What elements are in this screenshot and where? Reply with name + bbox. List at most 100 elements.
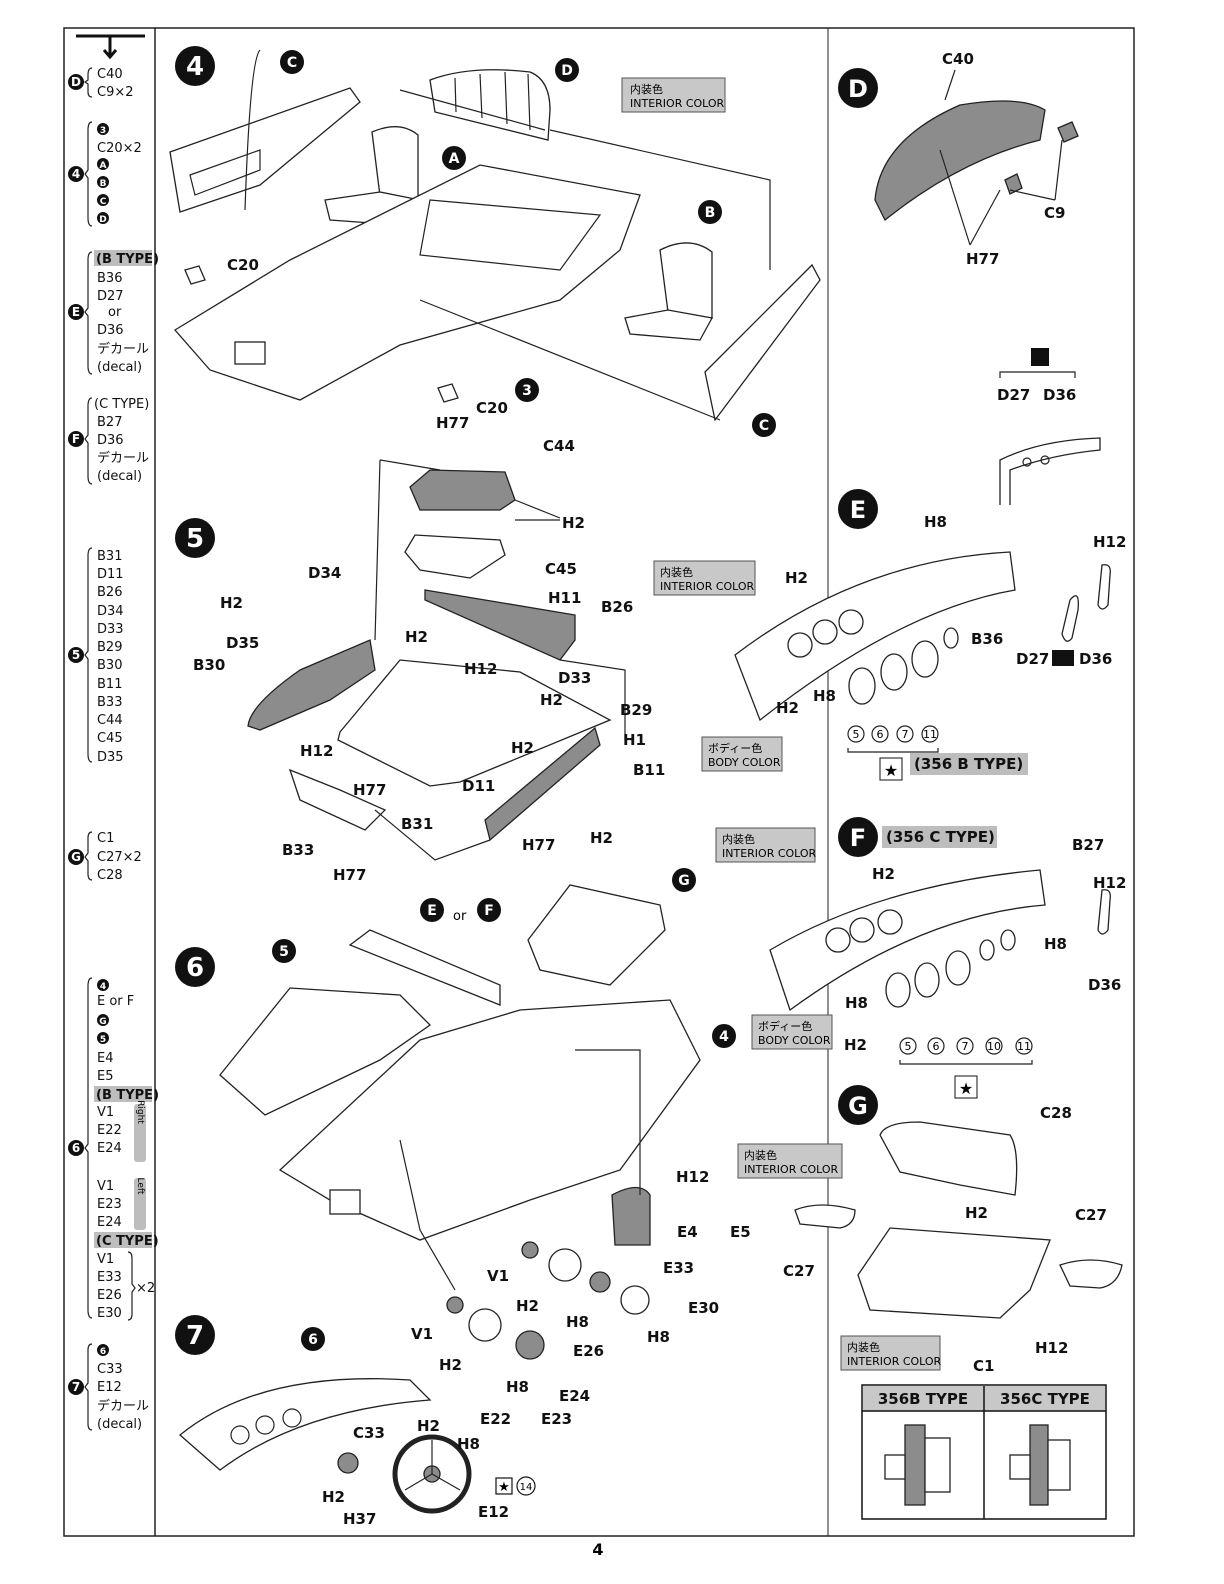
body-color-en: BODY COLOR: [758, 1034, 831, 1047]
body-color-label: [751, 1014, 833, 1050]
dial-decal-number: 5: [853, 728, 860, 741]
part-label: H8: [566, 1313, 589, 1331]
step-number-badge: [175, 46, 215, 86]
part-label: H2: [405, 628, 428, 646]
part-label: B27: [1072, 836, 1104, 854]
part-label: C27: [783, 1262, 815, 1280]
sidebar-badge-label: 4: [72, 167, 80, 181]
dashboard-B36: [734, 551, 1016, 722]
step-4: 4 C D A B 3 C 内装色 INTERIOR COLOR: [169, 46, 821, 437]
part-C27-cushion: [794, 1204, 856, 1229]
down-arrow-icon: [102, 36, 118, 60]
gauge-lens: [914, 962, 940, 998]
dashboard-E-or-F: [348, 929, 501, 1006]
type-badge: [882, 826, 997, 848]
sidebar: D C40 C9×2 4 3 C20×2 A B C D E (B TYPE) …: [68, 34, 159, 1432]
part-label: H77: [333, 866, 366, 884]
side-note-left: Left: [135, 1178, 145, 1195]
sidebar-group-4-items: 3 C20×2 A B C D: [97, 123, 142, 225]
drum-E26: [589, 1271, 611, 1293]
body-color-label: [701, 736, 783, 772]
callout-C: [752, 413, 776, 437]
decal-icon: [495, 1477, 513, 1495]
wheel-hub-V1: [521, 1241, 539, 1259]
step-7: 7 6 C33 H2 H8 H2 H37 E12 ★ 14: [175, 1315, 536, 1528]
callout-label: G: [678, 873, 690, 889]
interior-color-jp: 内装色: [722, 832, 755, 846]
interior-color-label: [621, 77, 726, 113]
part-label: E12: [478, 1503, 509, 1521]
part-label: C28: [1040, 1104, 1072, 1122]
part-label: D27: [997, 386, 1030, 404]
sidebar-item: E24: [97, 1141, 122, 1156]
brace: [84, 831, 93, 881]
interior-color-label: [840, 1335, 941, 1371]
left-tag: [134, 1178, 146, 1230]
side-note-x2: ×2: [136, 1281, 155, 1296]
type-comparison: 356B TYPE 356C TYPE: [861, 1384, 1107, 1520]
sidebar-item: C44: [97, 713, 123, 728]
sidebar-badge-label: D: [71, 75, 81, 89]
decal-icon: [954, 1075, 978, 1099]
sidebar-badge-D: [68, 74, 84, 90]
part-label: H2: [965, 1204, 988, 1222]
sidebar-item: 5: [100, 1035, 106, 1045]
part-label: C33: [353, 1424, 385, 1442]
part-label: H2: [439, 1356, 462, 1374]
battery: [234, 341, 266, 365]
drum-E33: [548, 1248, 582, 1282]
sub-step-E: E 内装色 INTERIOR COLOR H8 H12 H2 B36 D27 D…: [653, 489, 1126, 781]
brace: [84, 547, 93, 763]
part-label: B29: [620, 701, 652, 719]
sidebar-item: デカール: [97, 341, 149, 357]
sidebar-group-6-items: 4 E or F G 5 E4 E5 (B TYPE) V1 E22 E24 R…: [94, 979, 159, 1321]
decal-icon: [1052, 650, 1074, 666]
sidebar-item: C27×2: [97, 850, 142, 865]
part-label: H77: [353, 781, 386, 799]
sidebar-item: B33: [97, 695, 122, 710]
sidebar-item: E30: [97, 1306, 122, 1321]
part-E4-E5: [611, 1186, 651, 1246]
sidebar-item: デカール: [97, 1398, 149, 1414]
sub-step-letter: E: [850, 496, 866, 524]
side-note-right: Right: [135, 1100, 145, 1124]
part-B29: [484, 726, 601, 842]
type-b-label: (356 B TYPE): [914, 755, 1023, 773]
part-label: B11: [633, 761, 665, 779]
drum-E24: [515, 1330, 545, 1360]
page-border: [63, 27, 1135, 1537]
part-label: V1: [411, 1325, 433, 1343]
part-label: E23: [541, 1410, 572, 1428]
steering-wheel: [392, 1434, 472, 1514]
part-label: H12: [300, 742, 333, 760]
sidebar-item: 4: [100, 982, 106, 992]
sidebar-item: E24: [97, 1215, 122, 1230]
part-C45: [404, 534, 506, 579]
callout-label: B: [705, 205, 716, 221]
sidebar-item: B30: [97, 658, 122, 673]
gauge-lens: [1000, 929, 1016, 951]
part-label: B31: [401, 815, 433, 833]
sidebar-item: D11: [97, 567, 124, 582]
part-label: C1: [973, 1357, 994, 1375]
part-label: C27: [1075, 1206, 1107, 1224]
sidebar-item: 3: [100, 126, 106, 136]
part-label: B36: [971, 630, 1003, 648]
step-number-badge: [175, 947, 215, 987]
sidebar-item: (C TYPE): [94, 397, 149, 412]
sidebar-item: D34: [97, 604, 124, 619]
wheel-hub-V1: [446, 1296, 464, 1314]
part-label: H8: [924, 513, 947, 531]
body-shell: [278, 999, 701, 1241]
part-B31-floor: [337, 659, 612, 787]
step-number: 4: [186, 52, 204, 82]
decal-icon: [879, 757, 903, 781]
part-B26-dash: [424, 589, 576, 661]
sidebar-badge-label: 5: [72, 648, 80, 662]
part-label: H2: [220, 594, 243, 612]
part-label: D35: [226, 634, 259, 652]
part-label: E30: [688, 1299, 719, 1317]
part-label: B33: [282, 841, 314, 859]
callout-3: [515, 378, 539, 402]
part-label: D11: [462, 777, 495, 795]
